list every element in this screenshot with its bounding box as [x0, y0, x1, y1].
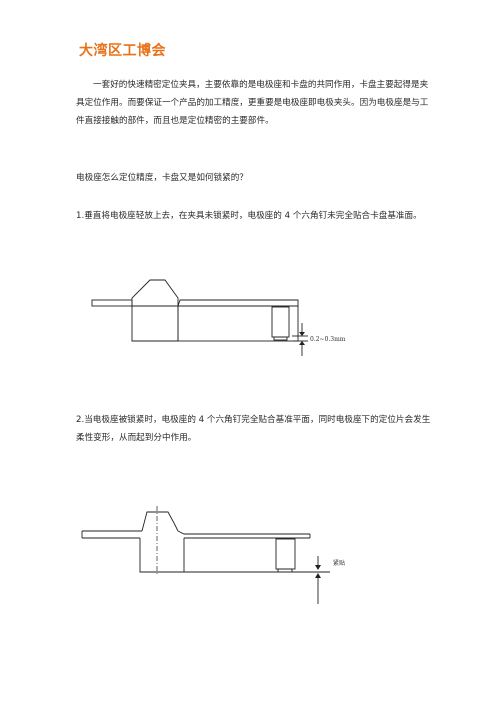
question-paragraph: 电极座怎么定位精度，卡盘又是如何锁紧的？	[76, 173, 248, 183]
step2-paragraph: 2.当电极座被锁紧时，电极座的 4 个六角钉完全贴合基准平面，同时电极座下的定位…	[76, 415, 431, 443]
intro-paragraph: 一套好的快速精密定位夹具，主要依靠的是电极座和卡盘的共同作用，卡盘主要起得是夹具…	[76, 80, 429, 126]
gap-dimension-label: 0.2~0.3mm	[310, 336, 346, 343]
document-title: 大湾区工博会	[79, 43, 166, 59]
step1-paragraph: 1.垂直将电极座轻放上去，在夹具未锁紧时，电极座的 4 个六角钉未完全贴合卡盘基…	[76, 211, 422, 221]
tight-fit-label: 紧贴	[333, 559, 345, 567]
